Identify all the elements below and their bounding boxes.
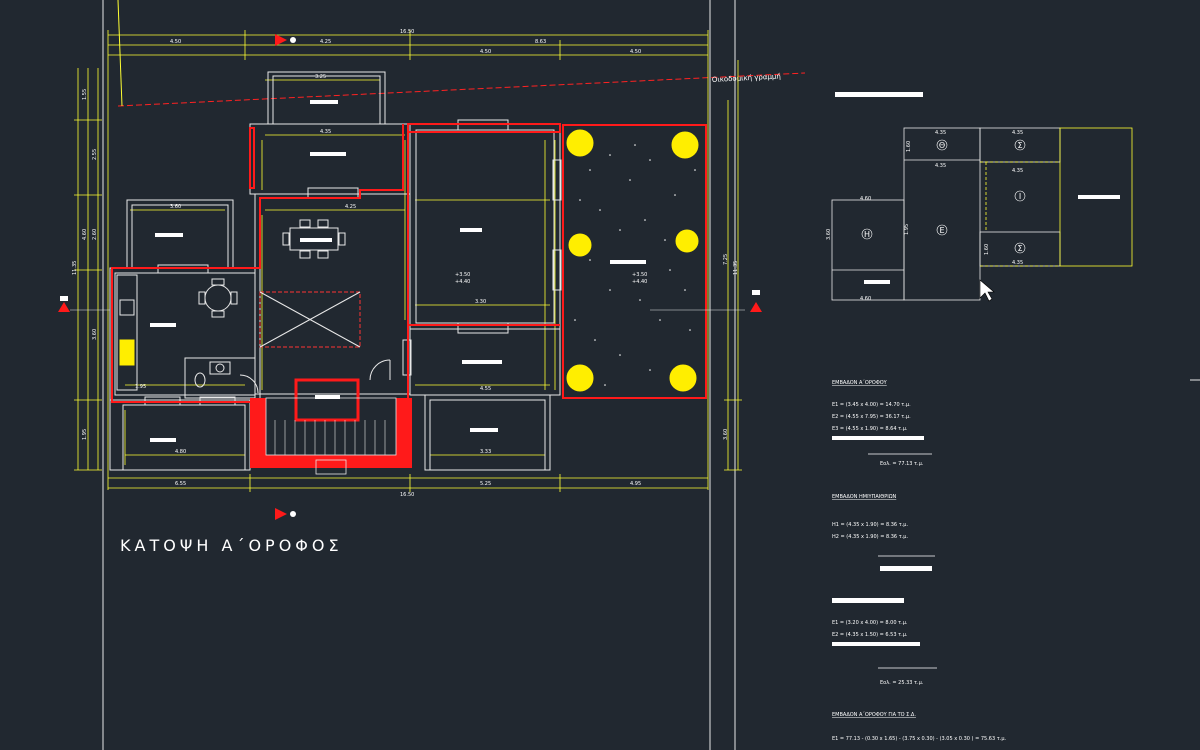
area-calculations: ΕΜΒΑΔΟΝ Α΄ΟΡΟΦΟΥ Ε1 = (3.45 x 4.00) = 14… [832,380,1007,742]
svg-text:Η1 = (4.35 x 1.90) = 8.36 τ.μ.: Η1 = (4.35 x 1.90) = 8.36 τ.μ. [832,522,908,528]
svg-text:3.60: 3.60 [723,429,729,440]
svg-text:4.35: 4.35 [1012,260,1023,266]
svg-text:11.35: 11.35 [72,261,78,275]
svg-text:2.60: 2.60 [92,229,98,240]
svg-text:Σ: Σ [1017,141,1022,150]
svg-text:4.60: 4.60 [82,229,88,240]
tree-icon [675,229,699,253]
svg-text:7.25: 7.25 [723,254,729,265]
svg-text:Ε1 = (3.45 x 4.00) = 14.70 τ.μ: Ε1 = (3.45 x 4.00) = 14.70 τ.μ. [832,402,911,408]
svg-text:1.60: 1.60 [906,141,912,152]
svg-text:4.35: 4.35 [320,129,331,135]
svg-text:4.55: 4.55 [480,386,491,392]
tree-icon [566,364,594,392]
section-markers [58,34,762,520]
tree-icon [568,233,592,257]
svg-text:4.50: 4.50 [170,39,181,45]
room-labels [150,100,646,442]
svg-text:3.60: 3.60 [92,329,98,340]
svg-text:Ε2 = (4.35 x 1.50) = 6.53 τ.μ.: Ε2 = (4.35 x 1.50) = 6.53 τ.μ. [832,632,908,638]
svg-text:Ι: Ι [1019,192,1021,201]
boundary-label: Οικοδομική γραμμή [712,72,781,84]
svg-text:4.25: 4.25 [345,204,356,210]
svg-text:4.50: 4.50 [480,49,491,55]
svg-text:4.50: 4.50 [630,49,641,55]
svg-text:4.35: 4.35 [935,130,946,136]
svg-text:4.60: 4.60 [860,296,871,302]
wall-hatching [111,123,707,403]
svg-text:Σ: Σ [1017,244,1022,253]
sheet-frame [102,0,1200,750]
svg-text:1.55: 1.55 [82,89,88,100]
svg-text:4.35: 4.35 [935,163,946,169]
svg-text:1.60: 1.60 [984,244,990,255]
svg-text:3.33: 3.33 [480,449,491,455]
key-plan: Η Θ Σ Ι Ε Σ 4.35 4.35 4.35 4.60 4.35 3.6… [826,92,1133,302]
dimension-text: 4.50 4.25 16.50 8.63 4.50 4.50 6.55 5.25… [72,29,739,498]
svg-text:4.95: 4.95 [630,481,641,487]
svg-text:Θ: Θ [939,141,945,150]
roof-garden [566,129,699,392]
floor-area-heading: ΕΜΒΑΔΟΝ Α΄ΟΡΟΦΟΥ [832,380,888,386]
svg-text:Ε1 = (3.20 x 4.00) = 8.00 τ.μ.: Ε1 = (3.20 x 4.00) = 8.00 τ.μ. [832,620,908,626]
svg-text:11.35: 11.35 [733,261,739,275]
svg-text:+4.40: +4.40 [455,279,470,285]
boundary-line [117,72,806,107]
svg-text:+3.50: +3.50 [632,272,647,278]
svg-text:3.60: 3.60 [170,204,181,210]
ks-heading: ΕΜΒΑΔΟΝ Α΄ΟΡΟΦΟΥ ΓΙΑ ΤΟ Σ.Δ. [832,712,916,718]
svg-text:4.80: 4.80 [175,449,186,455]
svg-text:Η2 = (4.35 x 1.90) = 8.36 τ.μ.: Η2 = (4.35 x 1.90) = 8.36 τ.μ. [832,534,908,540]
svg-text:16.50: 16.50 [400,492,414,498]
svg-text:Εολ. = 25.33 τ.μ.: Εολ. = 25.33 τ.μ. [880,680,924,686]
svg-text:2.55: 2.55 [92,149,98,160]
svg-text:Η: Η [864,230,870,239]
svg-text:1.95: 1.95 [82,429,88,440]
floor-plan: Οικοδομική γραμμή [58,0,806,555]
mouse-cursor-icon [979,279,995,302]
svg-text:+3.50: +3.50 [455,272,470,278]
drawing-title: ΚΑΤΟΨΗ Α΄ΟΡΟΦΟΣ [120,536,343,555]
svg-text:4.60: 4.60 [860,196,871,202]
walls [109,71,562,471]
svg-text:4.35: 4.35 [1012,130,1023,136]
svg-text:6.55: 6.55 [175,481,186,487]
svg-text:Ε2 = (4.55 x 7.95) = 36.17 τ.μ: Ε2 = (4.55 x 7.95) = 36.17 τ.μ. [832,414,911,420]
dimension-lines [74,30,742,492]
tree-icon [566,129,594,157]
svg-text:3.60: 3.60 [826,229,832,240]
tree-icon [669,364,697,392]
svg-text:3.25: 3.25 [315,74,326,80]
svg-text:5.25: 5.25 [480,481,491,487]
svg-text:4.25: 4.25 [320,39,331,45]
svg-text:Ε3 = (4.55 x 1.90) = 8.64 τ.μ.: Ε3 = (4.55 x 1.90) = 8.64 τ.μ. [832,426,908,432]
tree-icon [671,131,699,159]
svg-text:8.63: 8.63 [535,39,546,45]
svg-text:1.95: 1.95 [904,224,910,235]
svg-text:Ε1 = 77.13 - (0.30 x 1.65) - (: Ε1 = 77.13 - (0.30 x 1.65) - (3.75 x 0.3… [832,736,1007,742]
svg-text:1.95: 1.95 [135,384,146,390]
svg-text:3.30: 3.30 [475,299,486,305]
svg-text:16.50: 16.50 [400,29,414,35]
semi-open-heading: ΕΜΒΑΔΟΝ ΗΜΙΥΠΑΙΘΡΙΩΝ [832,494,897,500]
svg-text:4.35: 4.35 [1012,168,1023,174]
svg-text:+4.40: +4.40 [632,279,647,285]
svg-text:Εολ. = 77.13 τ.μ.: Εολ. = 77.13 τ.μ. [880,461,924,467]
svg-text:Ε: Ε [939,226,944,235]
